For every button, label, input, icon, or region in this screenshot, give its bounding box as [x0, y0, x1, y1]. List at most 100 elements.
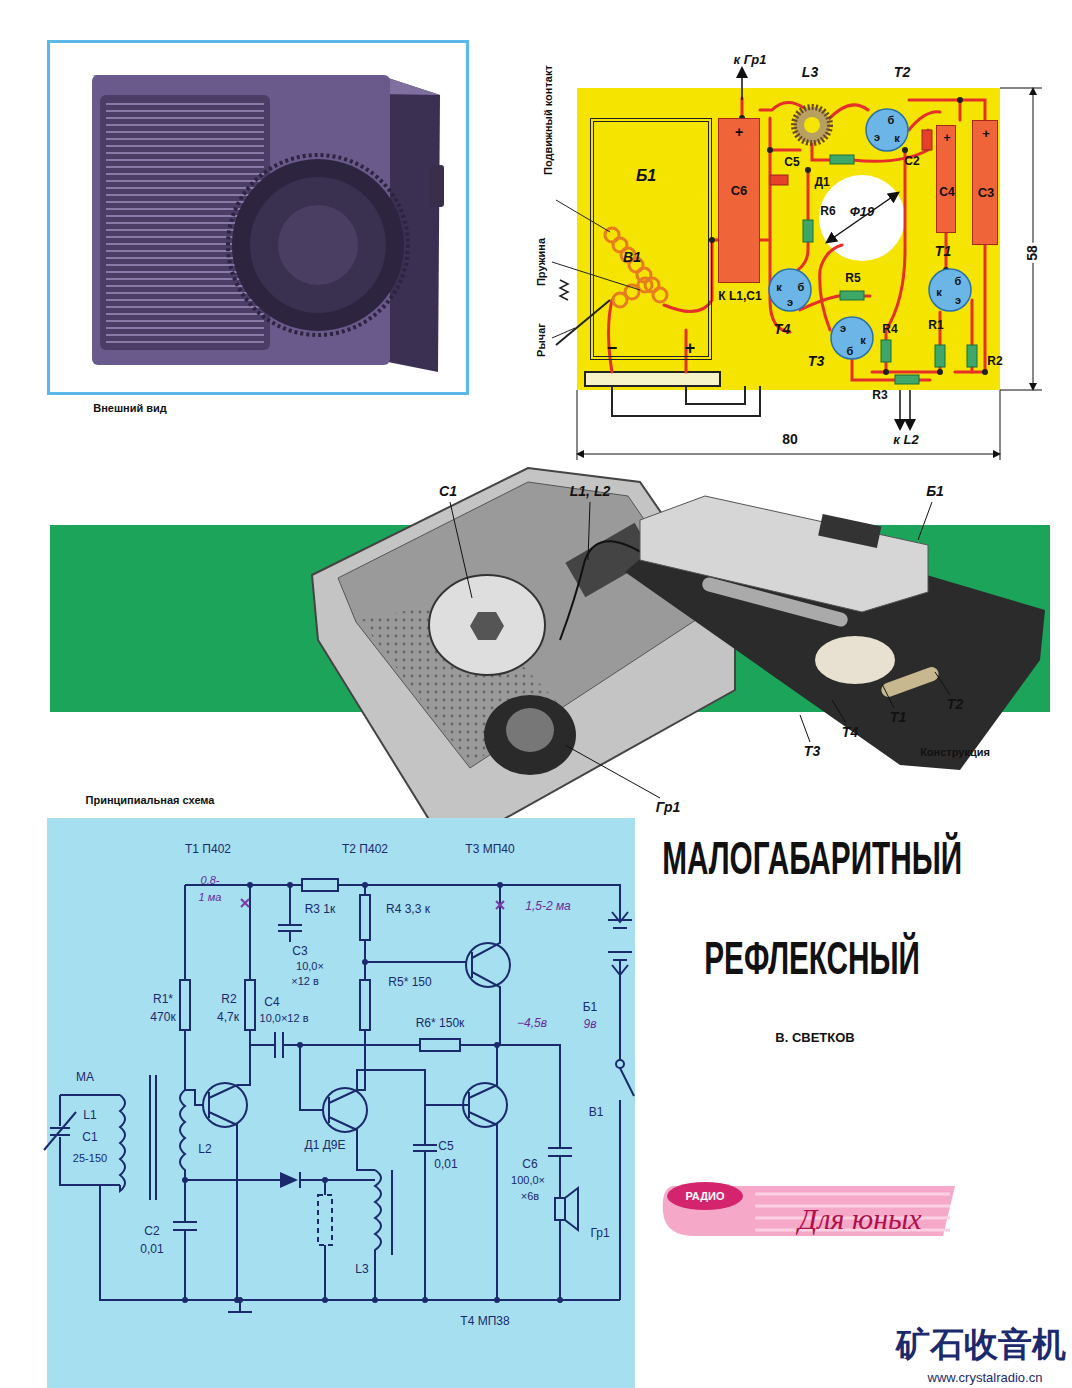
label: Т3 — [804, 744, 820, 759]
label: Б1 — [583, 1001, 598, 1014]
label: В. СВЕТКОВ — [775, 1031, 854, 1045]
label: Т4 — [774, 322, 790, 337]
label: Т2 — [947, 697, 963, 712]
label: Д1 — [814, 176, 829, 189]
label: L1, L2 — [570, 484, 610, 499]
node-text: Б1 — [636, 167, 656, 185]
label: Гр1 — [656, 800, 681, 815]
label: L2 — [198, 1143, 211, 1156]
label: С4 — [264, 996, 279, 1009]
node-text: э — [840, 322, 846, 334]
node-text: + — [735, 125, 743, 140]
label: R6 — [820, 205, 835, 218]
label: R3 1к — [305, 903, 336, 916]
label: www.crystalradio.cn — [928, 1371, 1043, 1385]
label: R5 — [845, 272, 860, 285]
label: 9в — [584, 1018, 597, 1031]
label: R2 — [221, 993, 236, 1006]
label: 25-150 — [73, 1152, 107, 1164]
label: R2 — [987, 355, 1002, 368]
label: R4 — [882, 323, 897, 336]
label: 0,8- — [201, 874, 220, 886]
label: 1,5-2 ма — [525, 900, 571, 913]
label: R5* 150 — [388, 976, 431, 989]
label: МА — [76, 1071, 94, 1084]
transistor-pad: бкэ — [928, 268, 972, 312]
label: 4,7к — [217, 1011, 239, 1024]
label: 58 — [1025, 243, 1040, 263]
label: Ф19 — [850, 205, 875, 219]
label: Т4 МП38 — [460, 1315, 509, 1328]
node-text: Для юных — [798, 1202, 921, 1235]
label: В1 — [623, 250, 641, 265]
label: Т3 МП40 — [465, 843, 514, 856]
label: Подвижный контакт — [542, 65, 554, 175]
label: R4 3,3 к — [386, 903, 430, 916]
label: Т1 — [935, 244, 951, 259]
node-text: + — [982, 127, 990, 141]
node-text: к — [936, 286, 942, 298]
label: Принципиальная схема — [86, 794, 215, 806]
title: МАЛОГАБАРИТНЫЙ РЕФЛЕКСНЫЙ — [662, 808, 962, 1008]
node-text: э — [955, 294, 961, 306]
label: 矿石收音机 — [896, 1326, 1066, 1363]
label: 0,01 — [434, 1158, 457, 1171]
capacitor-body: + С3 — [972, 120, 998, 245]
node-text: + — [943, 132, 950, 145]
battery-box: Б1 − + — [590, 118, 712, 360]
label: Д1 Д9Е — [305, 1139, 346, 1152]
label: Т2 — [894, 65, 910, 80]
node-text: РАДИО — [685, 1190, 724, 1202]
label: R1* — [153, 993, 173, 1006]
label: ×12 в — [291, 975, 319, 987]
label: С6 — [522, 1158, 537, 1171]
transistor-pad: бэ к — [865, 108, 909, 152]
node-text: б — [888, 114, 895, 126]
label: ×6в — [521, 1190, 539, 1202]
label: R1 — [928, 319, 943, 332]
label: Т1 — [890, 710, 906, 725]
node-text: б — [798, 281, 805, 293]
logo-banner: РАДИО Для юных — [655, 1178, 955, 1240]
label: C1 — [82, 1131, 97, 1144]
label: Т3 — [808, 354, 824, 369]
label: 100,0× — [511, 1174, 545, 1186]
node-text: б — [847, 345, 854, 357]
label: к Гр1 — [733, 53, 766, 67]
pad-outline — [928, 268, 972, 312]
node-text: − — [607, 339, 618, 359]
label: С2 — [144, 1225, 159, 1238]
node-text: С6 — [731, 184, 748, 198]
node-text: С3 — [978, 186, 995, 200]
label: Б1 — [926, 484, 944, 499]
label: С3 — [292, 945, 307, 958]
label: В1 — [589, 1106, 604, 1119]
label: Рычаг — [535, 323, 547, 357]
label: 80 — [782, 432, 798, 447]
transistor-pad: э кб — [830, 316, 874, 360]
node-text: э — [787, 296, 793, 308]
label: Пружина — [535, 238, 547, 286]
capacitor-body: +С4 — [936, 125, 956, 233]
node-text: + — [685, 339, 696, 359]
label: Т1 П402 — [185, 843, 231, 856]
label: Т4 — [842, 725, 858, 740]
label: Конструкция — [920, 746, 990, 758]
label: 10,0× — [296, 960, 324, 972]
label: Внешний вид — [93, 402, 167, 414]
transistor-pad: кбэ — [768, 268, 812, 312]
capacitor-body: + С6 — [718, 118, 760, 283]
node-text: э — [874, 131, 880, 143]
label: 10,0×12 в — [260, 1012, 309, 1024]
node-text: к — [860, 334, 866, 346]
label: R3 — [872, 389, 887, 402]
label: −4,5в — [517, 1017, 547, 1030]
label: 1 ма — [199, 891, 222, 903]
label: к L2 — [893, 433, 918, 447]
label: С5 — [784, 156, 799, 169]
label: R6* 150к — [416, 1017, 465, 1030]
label: С5 — [438, 1140, 453, 1153]
node-text: к — [894, 132, 900, 144]
label: Т2 П402 — [342, 843, 388, 856]
